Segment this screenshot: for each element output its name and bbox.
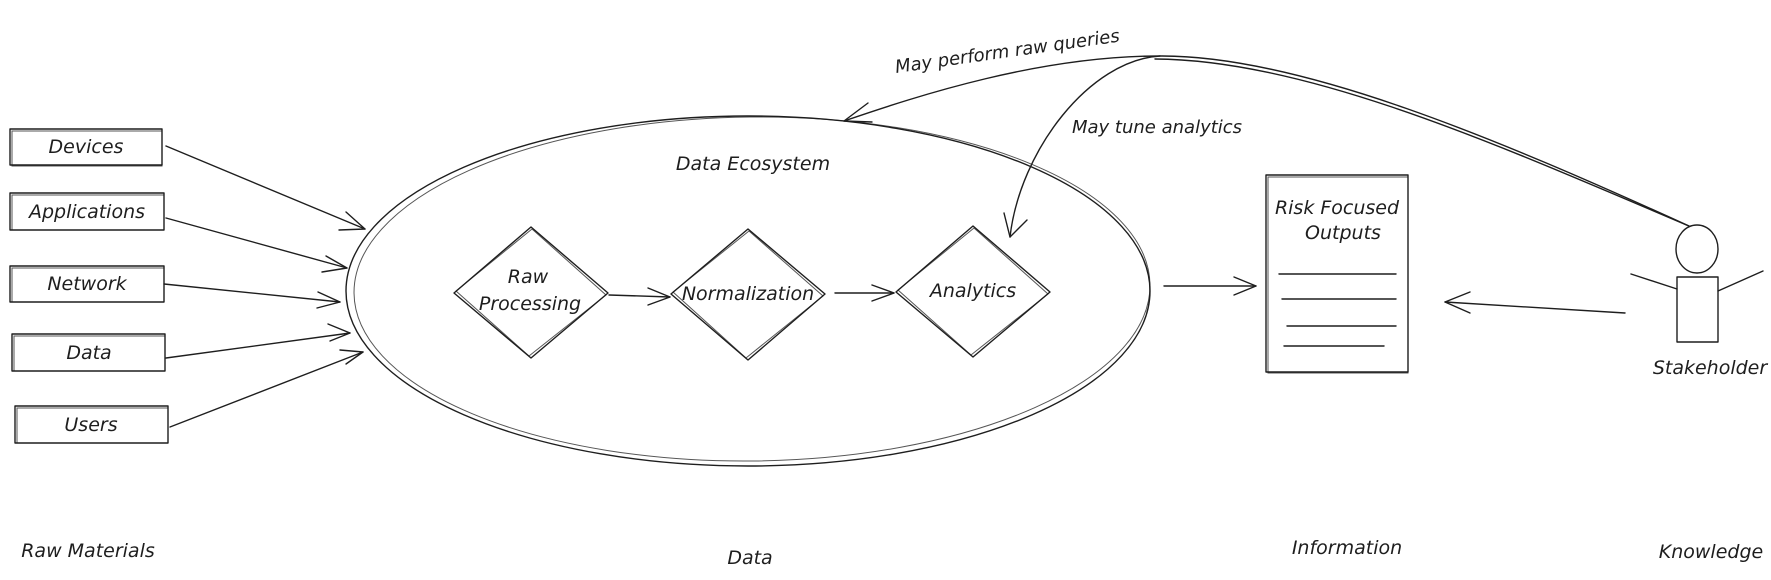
source-box-devices[interactable]: Devices [9,128,163,167]
stage-label-raw-materials: Raw Materials [21,540,155,562]
raw-queries-arrow [843,55,1690,227]
source-box-users[interactable]: Users [14,405,169,444]
source-label-devices: Devices [49,136,124,158]
raw-processing-node[interactable]: Raw Processing [453,226,609,359]
flow-arrows [608,276,1257,306]
annotation-raw-queries: May perform raw queries [894,26,1121,78]
normalization-label: Normalization [682,283,814,305]
outputs-title-line1: Risk Focused [1275,197,1400,219]
outputs-title-line2: Outputs [1305,222,1381,244]
source-box-applications[interactable]: Applications [9,192,165,231]
source-label-network: Network [47,273,127,295]
stage-label-data: Data [727,547,772,569]
stage-label-knowledge: Knowledge [1659,541,1763,563]
source-box-data[interactable]: Data [11,333,166,372]
source-arrows [163,145,366,428]
stakeholder-figure[interactable]: Stakeholder [1630,224,1769,379]
data-ecosystem-ellipse[interactable]: Data Ecosystem [345,113,1152,467]
ecosystem-title: Data Ecosystem [676,153,830,175]
stage-label-information: Information [1292,537,1402,559]
analytics-node[interactable]: Analytics [895,225,1051,358]
raw-processing-label-2: Processing [479,293,581,315]
normalization-node[interactable]: Normalization [670,228,826,361]
source-label-applications: Applications [27,201,145,223]
analytics-label: Analytics [928,280,1016,302]
stakeholder-label: Stakeholder [1653,357,1769,379]
source-label-data: Data [66,342,111,364]
stakeholder-to-outputs-arrow [1444,291,1626,314]
annotation-tune-analytics: May tune analytics [1072,117,1242,138]
source-label-users: Users [64,414,117,436]
risk-outputs-document[interactable]: Risk Focused Outputs [1265,174,1409,374]
source-box-network[interactable]: Network [9,265,165,303]
tune-analytics-arrow [1003,55,1161,238]
raw-processing-label-1: Raw [508,266,549,288]
